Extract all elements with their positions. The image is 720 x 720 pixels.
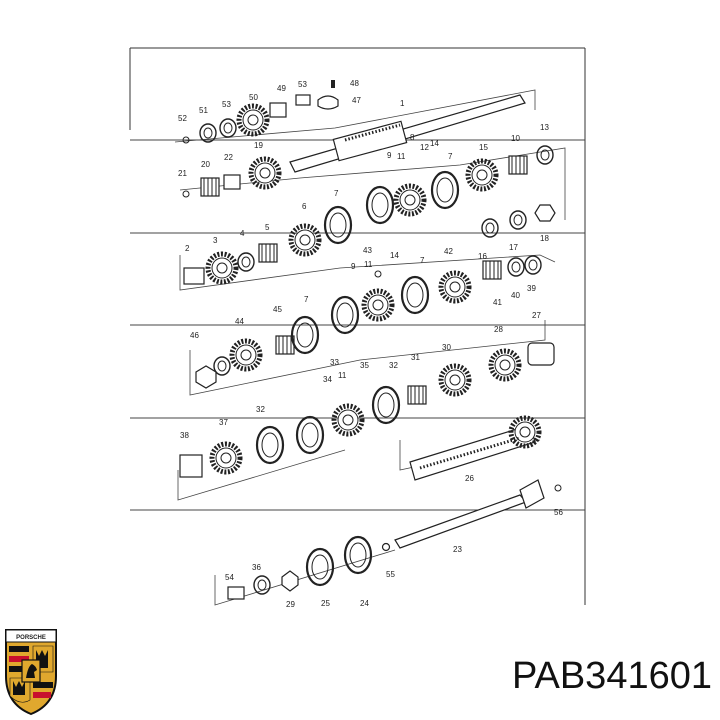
label-52: 52: [178, 114, 187, 123]
row-1-parts: [182, 80, 556, 238]
label-7b: 7: [448, 152, 453, 161]
label-32b: 32: [256, 405, 265, 414]
label-17: 17: [509, 243, 518, 252]
label-13: 13: [540, 123, 549, 132]
label-29: 29: [286, 600, 295, 609]
label-6: 6: [302, 202, 307, 211]
label-45: 45: [273, 305, 282, 314]
label-46: 46: [190, 331, 199, 340]
row-4-parts: [179, 418, 539, 481]
label-12: 12: [420, 143, 429, 152]
label-55: 55: [386, 570, 395, 579]
label-25: 25: [321, 599, 330, 608]
label-1: 1: [400, 99, 405, 108]
label-54: 54: [225, 573, 234, 582]
label-51: 51: [199, 106, 208, 115]
porsche-crest-logo: PORSCHE: [5, 629, 57, 716]
label-32a: 32: [389, 361, 398, 370]
label-11c: 11: [338, 371, 347, 380]
label-40: 40: [511, 291, 520, 300]
label-4: 4: [240, 229, 245, 238]
part-number: PAB341601: [511, 655, 712, 697]
row-3-parts: [195, 315, 555, 455]
label-39: 39: [527, 284, 536, 293]
label-37: 37: [219, 418, 228, 427]
row-5-parts: [227, 479, 562, 600]
label-22: 22: [224, 153, 233, 162]
diagram-frame: [129, 47, 586, 605]
label-42: 42: [444, 247, 453, 256]
label-33: 33: [330, 358, 339, 367]
label-7d: 7: [304, 295, 309, 304]
label-5: 5: [265, 223, 270, 232]
label-31: 31: [411, 353, 420, 362]
label-20: 20: [201, 160, 210, 169]
label-28: 28: [494, 325, 503, 334]
label-26: 26: [465, 474, 474, 483]
label-10: 10: [511, 134, 520, 143]
label-53a: 53: [222, 100, 231, 109]
label-50: 50: [249, 93, 258, 102]
label-15: 15: [479, 143, 488, 152]
label-49: 49: [277, 84, 286, 93]
label-2: 2: [185, 244, 190, 253]
label-44: 44: [235, 317, 244, 326]
label-36: 36: [252, 563, 261, 572]
label-23: 23: [453, 545, 462, 554]
part-labels: 1 2 3 4 5 6 7 7 7 7 8 9 9 10 11 11 11 12…: [178, 79, 563, 609]
label-48: 48: [350, 79, 359, 88]
label-53b: 53: [298, 80, 307, 89]
label-7a: 7: [334, 189, 339, 198]
logo-text: PORSCHE: [16, 635, 46, 641]
label-11b: 11: [364, 260, 373, 269]
label-16: 16: [478, 252, 487, 261]
label-9b: 9: [351, 262, 356, 271]
label-56: 56: [554, 508, 563, 517]
label-38: 38: [180, 431, 189, 440]
label-43: 43: [363, 246, 372, 255]
label-27: 27: [532, 311, 541, 320]
label-21: 21: [178, 169, 187, 178]
label-8: 8: [410, 133, 415, 142]
label-11a: 11: [397, 152, 406, 161]
label-9a: 9: [387, 151, 392, 160]
label-3: 3: [213, 236, 218, 245]
label-14a: 14: [430, 139, 439, 148]
label-30: 30: [442, 343, 451, 352]
label-19: 19: [254, 141, 263, 150]
label-14b: 14: [390, 251, 399, 260]
row-2-parts: [183, 205, 542, 335]
label-47: 47: [352, 96, 361, 105]
label-7c: 7: [420, 256, 425, 265]
label-41: 41: [493, 298, 502, 307]
label-18: 18: [540, 234, 549, 243]
label-34: 34: [323, 375, 332, 384]
label-24: 24: [360, 599, 369, 608]
label-35: 35: [360, 361, 369, 370]
